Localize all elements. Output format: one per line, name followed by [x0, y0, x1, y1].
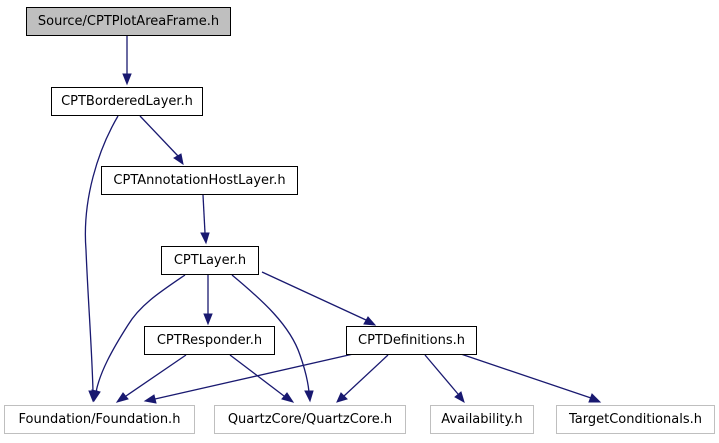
edge-layer-to-quartzcore	[231, 274, 314, 403]
edge-layer-to-foundation	[91, 274, 186, 403]
node-plotareaframe-label: Source/CPTPlotAreaFrame.h	[37, 14, 220, 29]
edge-definitions-to-availability	[424, 354, 465, 404]
node-foundation: Foundation/Foundation.h	[4, 405, 195, 434]
node-layer[interactable]: CPTLayer.h	[161, 246, 259, 275]
node-quartzcore: QuartzCore/QuartzCore.h	[214, 405, 406, 434]
node-targetconditionals-label: TargetConditionals.h	[569, 412, 702, 427]
edge-layer-to-responder	[203, 275, 213, 326]
edge-responder-to-quartzcore	[229, 354, 295, 403]
edge-responder-to-foundation	[115, 354, 187, 403]
edge-definitions-to-targetconditionals	[454, 351, 602, 403]
node-availability-label: Availability.h	[441, 412, 523, 427]
node-borderedlayer-label: CPTBorderedLayer.h	[61, 94, 193, 109]
edge-borderedlayer-to-annotationhostlayer	[139, 115, 184, 166]
node-targetconditionals: TargetConditionals.h	[556, 405, 715, 434]
edge-definitions-to-foundation	[143, 351, 363, 404]
edge-definitions-to-quartzcore	[336, 354, 389, 403]
edge-borderedlayer-to-foundation	[84, 115, 119, 403]
node-definitions-label: CPTDefinitions.h	[358, 333, 465, 348]
node-responder-label: CPTResponder.h	[156, 333, 263, 348]
node-definitions[interactable]: CPTDefinitions.h	[346, 326, 477, 355]
node-plotareaframe: Source/CPTPlotAreaFrame.h	[26, 7, 231, 36]
node-foundation-label: Foundation/Foundation.h	[18, 412, 181, 427]
node-layer-label: CPTLayer.h	[173, 253, 247, 268]
edge-plotareaframe-to-borderedlayer	[122, 36, 132, 86]
edge-layer-to-definitions	[261, 271, 377, 326]
node-quartzcore-label: QuartzCore/QuartzCore.h	[227, 412, 393, 427]
node-borderedlayer[interactable]: CPTBorderedLayer.h	[51, 87, 203, 116]
edge-annotationhostlayer-to-layer	[200, 194, 210, 245]
node-availability: Availability.h	[430, 405, 534, 434]
node-annotationhostlayer-label: CPTAnnotationHostLayer.h	[113, 173, 286, 188]
node-annotationhostlayer[interactable]: CPTAnnotationHostLayer.h	[101, 166, 298, 195]
node-responder[interactable]: CPTResponder.h	[144, 326, 275, 355]
